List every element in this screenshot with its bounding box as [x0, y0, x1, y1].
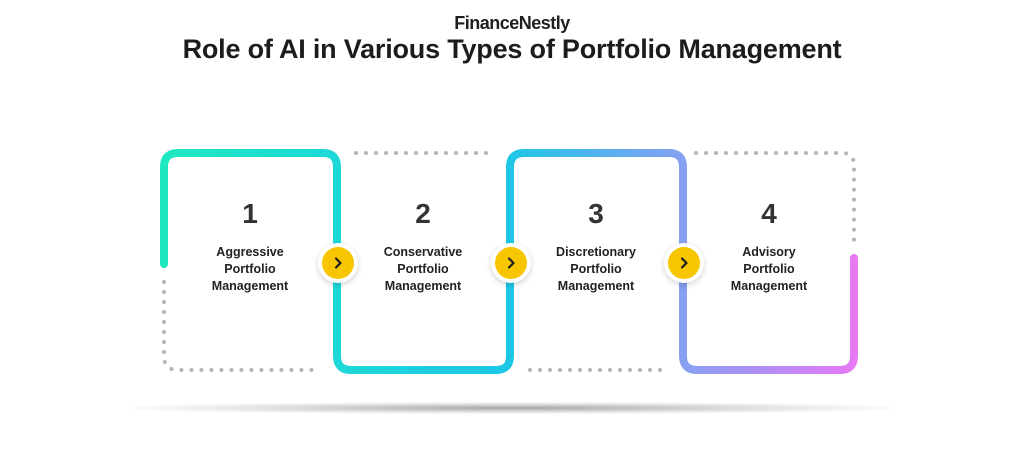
segment-4	[679, 254, 858, 374]
step-2: 2 Conservative Portfolio Management	[338, 198, 508, 295]
step-3-label: Discretionary Portfolio Management	[556, 245, 636, 293]
page-title: Role of AI in Various Types of Portfolio…	[182, 34, 842, 64]
step-3: 3 Discretionary Portfolio Management	[511, 198, 681, 295]
chevron-right-icon	[507, 257, 515, 269]
dotted-left-bottom	[162, 280, 320, 372]
chevron-right-icon	[334, 257, 342, 269]
segment-1	[160, 149, 341, 268]
step-4-number: 4	[761, 198, 777, 229]
dotted-connectors	[162, 151, 856, 372]
brand-logo: FinanceNestly	[454, 13, 570, 33]
next-arrow-3	[668, 247, 700, 279]
floor-shadow	[130, 402, 894, 414]
step-1-label: Aggressive Portfolio Management	[211, 245, 289, 293]
step-4-label: Advisory Portfolio Management	[730, 245, 808, 293]
step-2-number: 2	[415, 198, 431, 229]
step-2-label: Conservative Portfolio Management	[383, 245, 463, 293]
step-3-number: 3	[588, 198, 604, 229]
step-1: 1 Aggressive Portfolio Management	[165, 198, 335, 295]
solid-connectors	[160, 149, 858, 374]
segment-3	[506, 149, 687, 266]
step-1-number: 1	[242, 198, 258, 229]
next-arrow-2	[495, 247, 527, 279]
chevron-right-icon	[680, 257, 688, 269]
segment-2	[333, 258, 514, 374]
step-4: 4 Advisory Portfolio Management	[684, 198, 854, 295]
next-arrow-1	[322, 247, 354, 279]
